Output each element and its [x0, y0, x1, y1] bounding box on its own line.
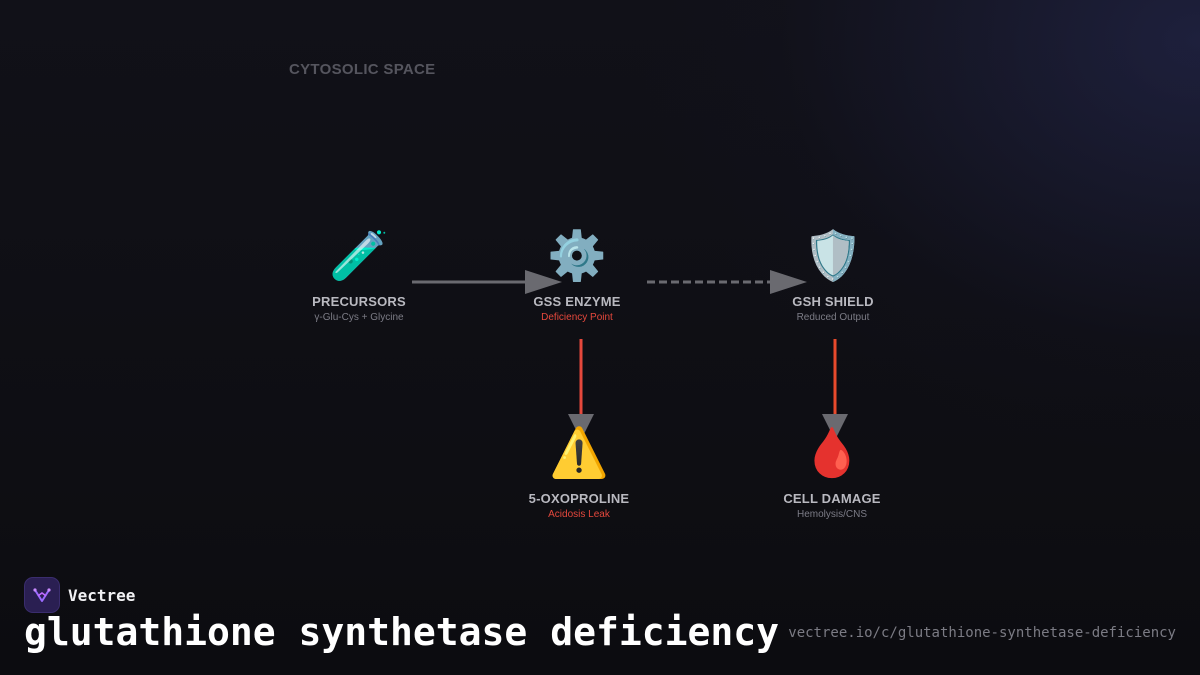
node-title: GSH SHIELD [792, 294, 874, 309]
test-tube-icon: 🧪 [329, 228, 389, 284]
vectree-logo-icon [24, 577, 60, 613]
node-gsh-shield: 🛡️ GSH SHIELD Reduced Output [753, 228, 913, 323]
arrowhead-gss-oxoproline [568, 414, 594, 440]
node-5-oxoproline: ⚠️ 5-OXOPROLINE Acidosis Leak [499, 425, 659, 520]
blood-drop-icon: 🩸 [802, 425, 862, 481]
arrowhead-gss-gsh [770, 270, 807, 294]
page-title: glutathione synthetase deficiency [24, 610, 779, 654]
node-subtitle: γ-Glu-Cys + Glycine [314, 312, 404, 323]
node-title: PRECURSORS [312, 294, 406, 309]
shield-icon: 🛡️ [803, 228, 863, 284]
node-title: 5-OXOPROLINE [528, 491, 630, 506]
arrowhead-gsh-cell-damage [822, 414, 848, 440]
warning-icon: ⚠️ [549, 425, 609, 481]
node-subtitle: Reduced Output [796, 312, 870, 323]
page-url-link[interactable]: vectree.io/c/glutathione-synthetase-defi… [788, 625, 1176, 641]
gear-icon: ⚙️ [547, 228, 607, 284]
node-cell-damage: 🩸 CELL DAMAGE Hemolysis/CNS [752, 425, 912, 520]
brand[interactable]: Vectree [24, 577, 135, 613]
arrowhead-precursors-gss [525, 270, 562, 294]
region-label: CYTOSOLIC SPACE [289, 61, 436, 78]
node-title: CELL DAMAGE [783, 491, 881, 506]
node-title: GSS ENZYME [533, 294, 621, 309]
node-subtitle: Deficiency Point [541, 312, 613, 323]
brand-name: Vectree [68, 585, 136, 605]
node-gss-enzyme: ⚙️ GSS ENZYME Deficiency Point [497, 228, 657, 323]
node-subtitle: Hemolysis/CNS [796, 509, 867, 520]
node-subtitle: Acidosis Leak [548, 509, 610, 520]
node-precursors: 🧪 PRECURSORS γ-Glu-Cys + Glycine [279, 228, 439, 323]
